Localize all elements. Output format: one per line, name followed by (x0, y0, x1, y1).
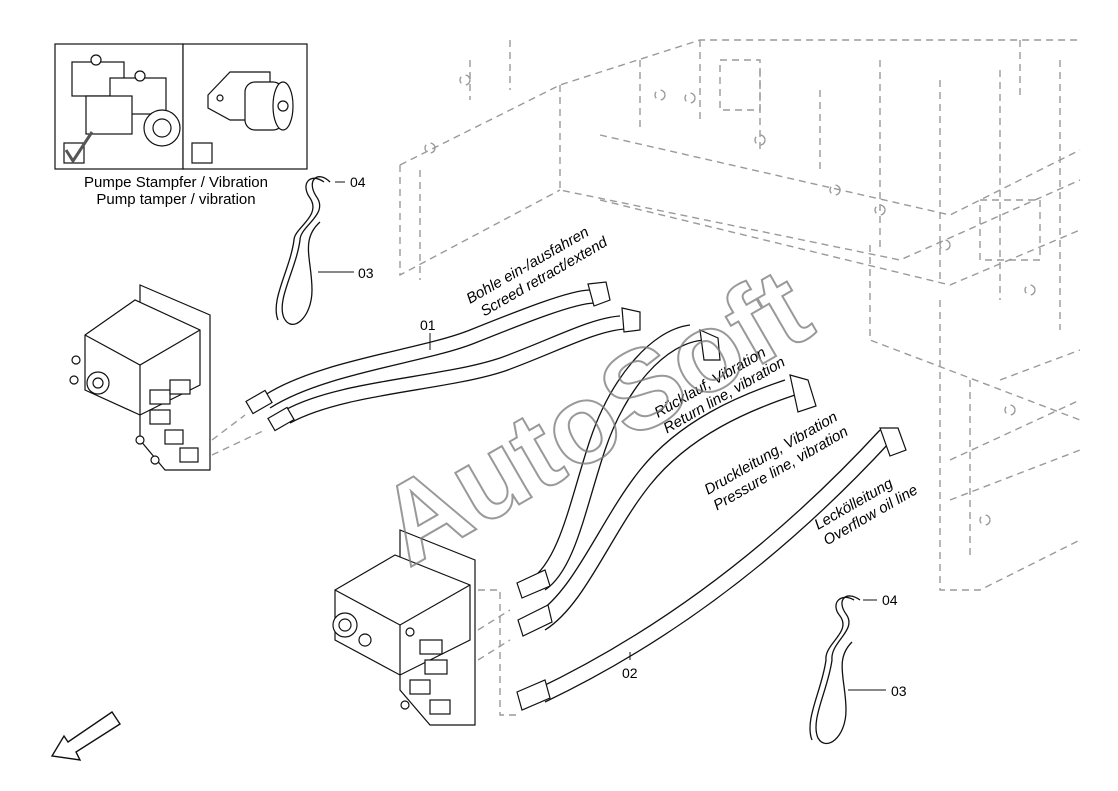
callout-02: 02 (622, 665, 638, 681)
hose-01: 01 (245, 281, 641, 432)
variant-selector: Pumpe Stampfer / Vibration Pump tamper /… (54, 43, 308, 208)
valve-block-lower (332, 529, 520, 726)
hose-pressure (517, 374, 817, 637)
checkmark-icon (64, 131, 94, 164)
valve-block-left (69, 284, 266, 471)
callout-03-upper: 03 (358, 265, 374, 281)
label-screed: Bohle ein-/ausfahren Screed retract/exte… (464, 224, 611, 321)
label-pressure: Druckleitung, Vibration Pressure line, v… (702, 408, 852, 514)
callout-04-upper: 04 (350, 174, 366, 190)
machine-frame (399, 39, 1081, 591)
hose-clip-upper: 04 03 (275, 174, 374, 325)
callout-01: 01 (420, 317, 436, 333)
selector-title-de: Pumpe Stampfer / Vibration (84, 174, 268, 191)
label-overflow: Leckölleitung Overflow oil line (812, 475, 921, 549)
direction-arrow-icon (50, 711, 121, 761)
hose-clip-lower: 04 03 (809, 592, 907, 744)
gear-pump-icon (207, 71, 294, 131)
callout-04-lower: 04 (882, 592, 898, 608)
hose-02-overflow: 02 (516, 427, 907, 711)
callout-03-lower: 03 (891, 683, 907, 699)
option-b-checkbox[interactable] (191, 142, 213, 164)
option-a-checkbox[interactable] (63, 142, 85, 164)
pump-assembly-icon (71, 54, 181, 147)
selector-title-en: Pump tamper / vibration (96, 191, 255, 208)
hose-return (516, 324, 721, 599)
